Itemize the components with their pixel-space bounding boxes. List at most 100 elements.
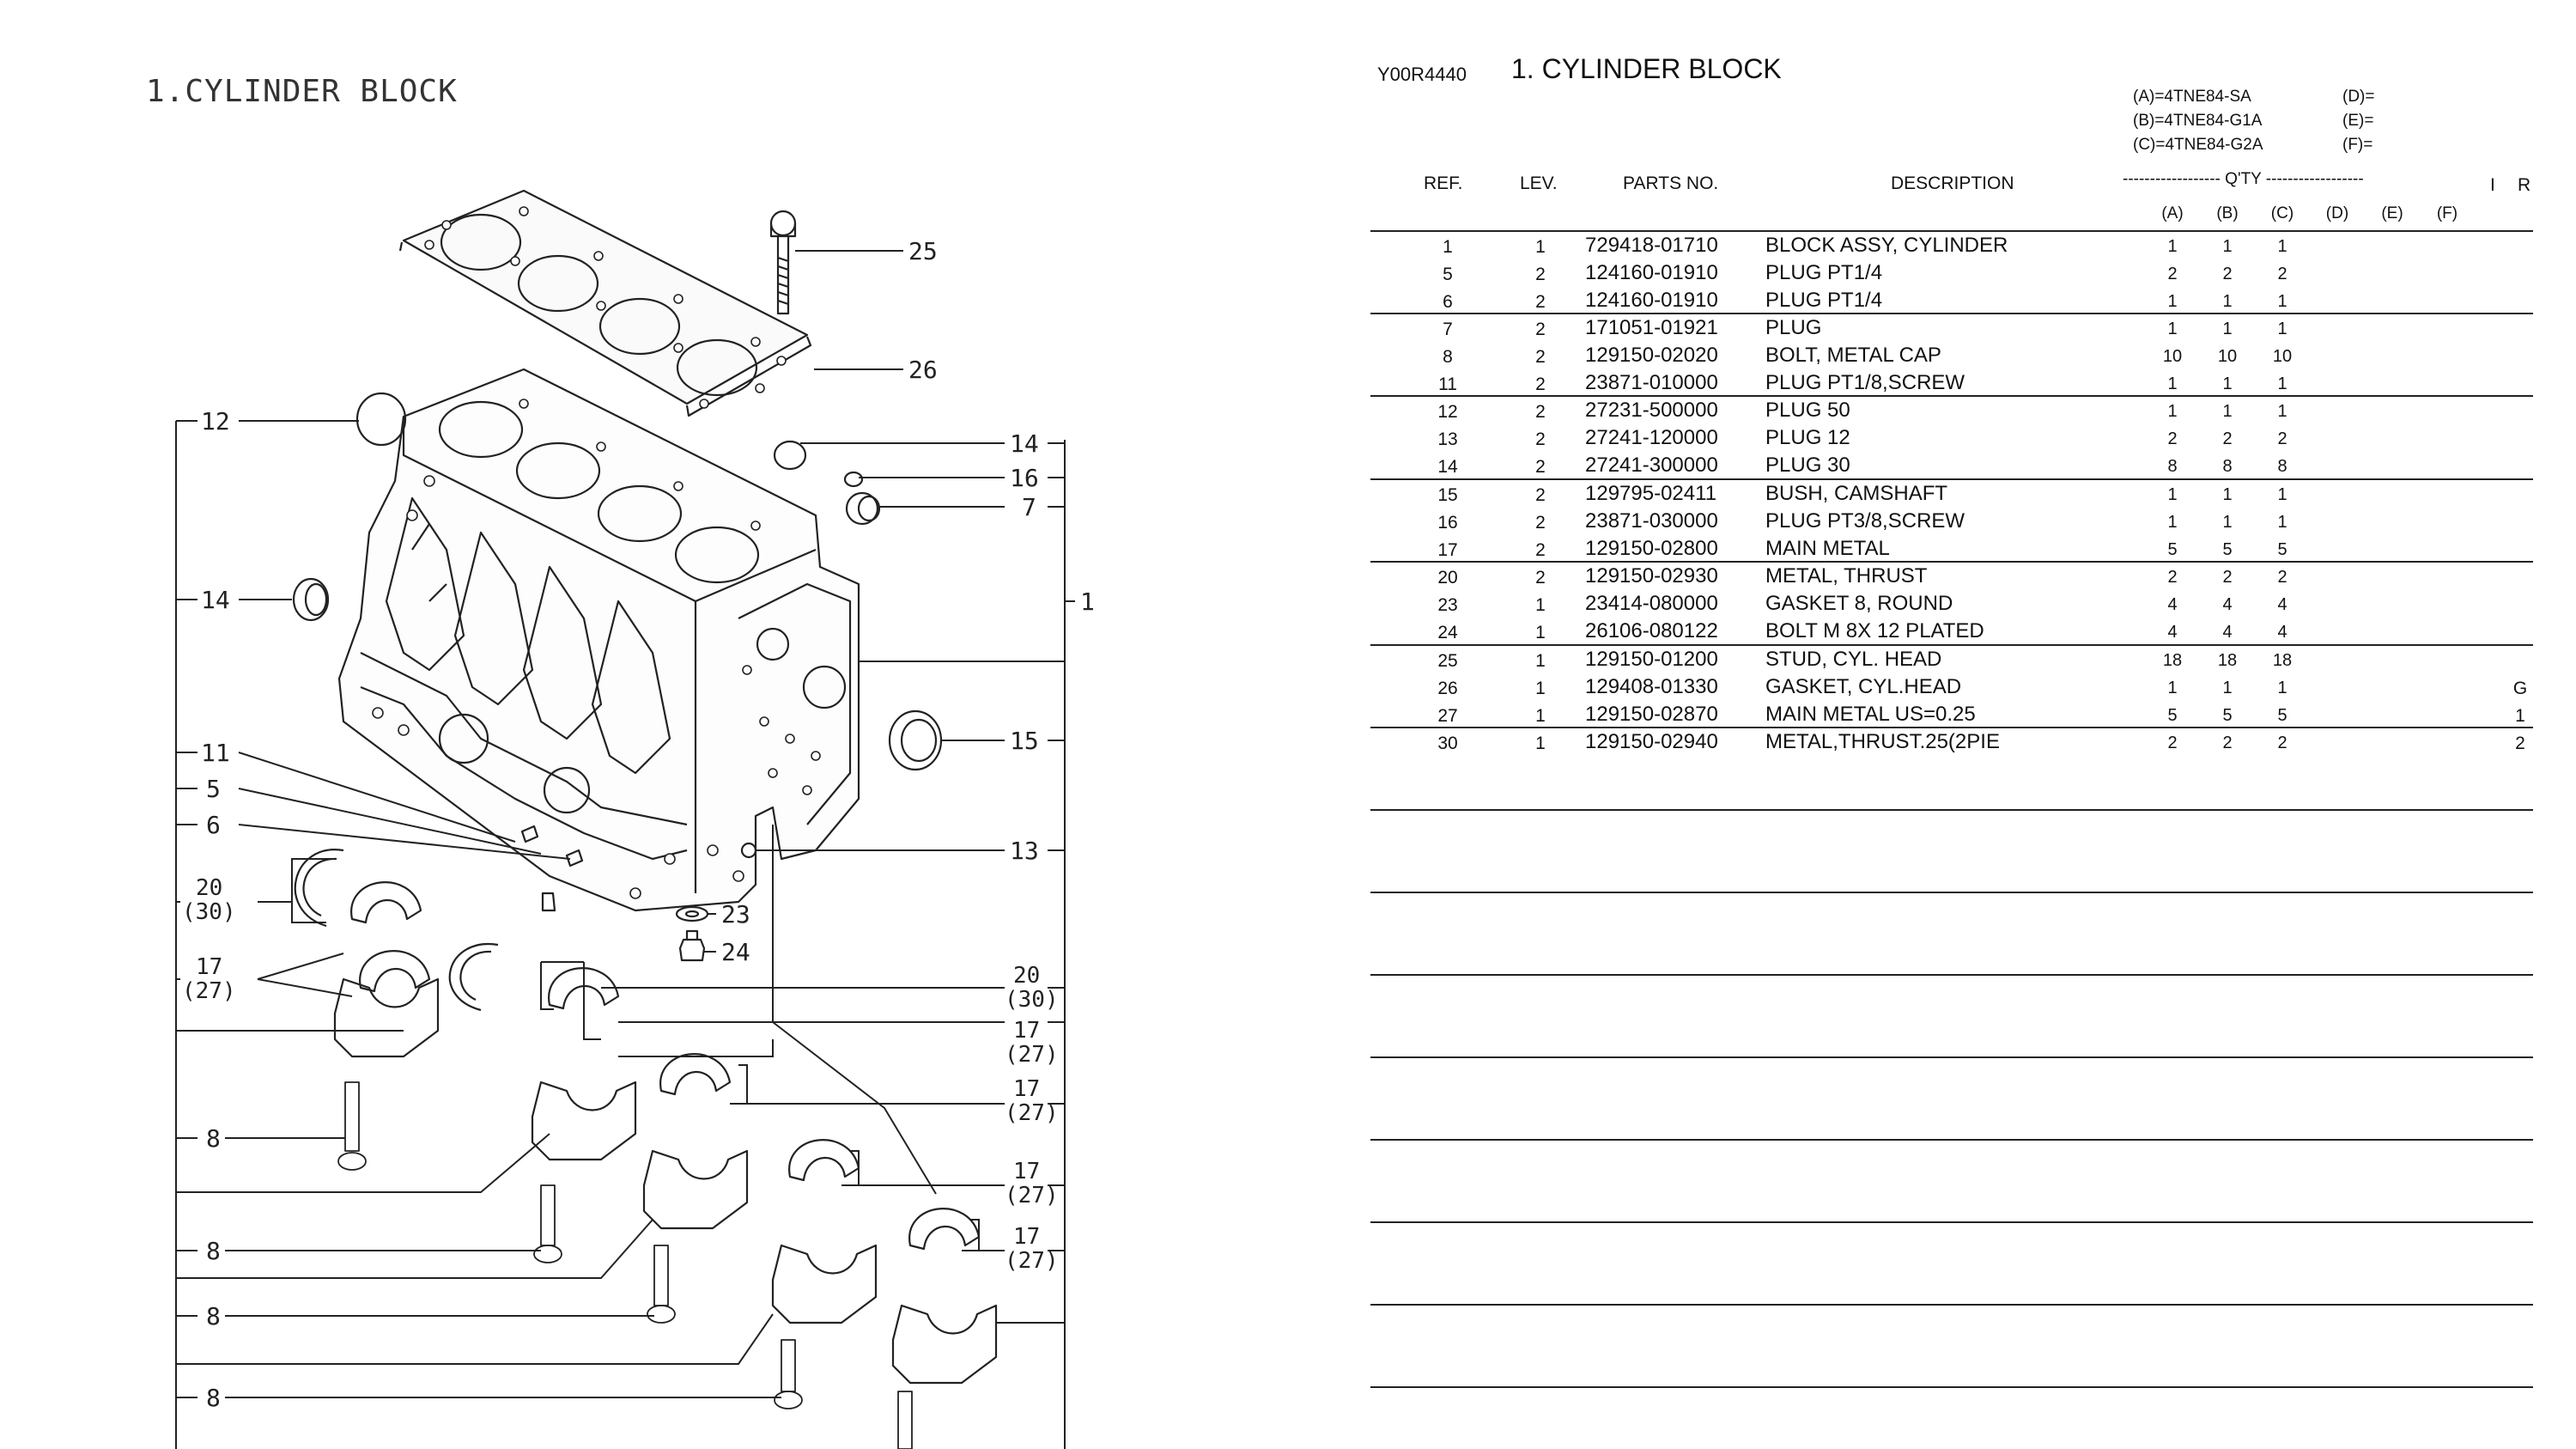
- cell-ref: 20: [1437, 568, 1458, 588]
- cell-part: 23871-010000: [1585, 371, 1718, 394]
- cell-c: 5: [2277, 540, 2287, 559]
- header-ref: REF.: [1424, 174, 1463, 193]
- cell-b: 10: [2217, 347, 2238, 366]
- cell-c: 5: [2277, 706, 2287, 725]
- cell-c: 2: [2277, 429, 2287, 448]
- cell-c: 2: [2277, 568, 2287, 587]
- callout-5: 5: [206, 775, 221, 803]
- cell-b: 2: [2222, 734, 2233, 752]
- cell-a: 5: [2167, 540, 2178, 559]
- cell-lev: 1: [1535, 706, 1546, 726]
- table-rule: [1370, 974, 2533, 976]
- table-rule: [1370, 395, 2533, 397]
- cell-part: 23414-080000: [1585, 592, 1718, 615]
- callout-17c: 17: [1013, 1076, 1040, 1102]
- cell-a: 1: [2167, 513, 2178, 532]
- cell-lev: 1: [1535, 651, 1546, 671]
- cell-desc: STUD, CYL. HEAD: [1765, 648, 1942, 671]
- cell-desc: PLUG PT3/8,SCREW: [1765, 509, 1965, 533]
- cell-ref: 11: [1438, 374, 1457, 394]
- table-rule: [1370, 561, 2533, 563]
- cell-desc: PLUG 50: [1765, 399, 1850, 422]
- cell-c: 4: [2277, 623, 2287, 642]
- cell-ref: 5: [1443, 265, 1453, 284]
- sheet-title: 1. CYLINDER BLOCK: [1511, 53, 1782, 84]
- callout-1: 1: [1080, 588, 1095, 616]
- header-description: DESCRIPTION: [1891, 174, 2014, 193]
- table-rule: [1370, 809, 2533, 811]
- cell-a: 8: [2167, 457, 2178, 476]
- cell-a: 10: [2162, 347, 2183, 366]
- qty-col-c: (C): [2270, 204, 2294, 222]
- cell-a: 2: [2167, 734, 2178, 752]
- cell-part: 26106-080122: [1585, 619, 1718, 642]
- cell-desc: PLUG 30: [1765, 454, 1850, 477]
- cell-desc: PLUG PT1/8,SCREW: [1765, 371, 1965, 394]
- cell-c: 18: [2272, 651, 2293, 670]
- cell-part: 129795-02411: [1585, 482, 1717, 505]
- cell-a: 1: [2167, 237, 2178, 256]
- cell-desc: GASKET, CYL.HEAD: [1765, 675, 1962, 698]
- callout-6: 6: [206, 811, 221, 839]
- sheet-code: Y00R4440: [1377, 64, 1467, 85]
- cell-ref: 17: [1437, 540, 1458, 560]
- cell-part: 27231-500000: [1585, 399, 1718, 422]
- table-rule: [1370, 727, 2533, 728]
- cell-r: 2: [2515, 734, 2525, 753]
- callout-17a: 17: [196, 954, 222, 980]
- cell-desc: PLUG 12: [1765, 426, 1850, 449]
- callout-26: 26: [908, 356, 938, 384]
- cell-ref: 7: [1443, 320, 1453, 339]
- qty-col-d: (D): [2325, 204, 2349, 222]
- cell-c: 2: [2277, 265, 2287, 283]
- cell-ref: 25: [1437, 651, 1458, 671]
- cell-ref: 13: [1437, 429, 1458, 449]
- cell-part: 129150-02930: [1585, 564, 1718, 588]
- table-rule: [1370, 892, 2533, 893]
- cell-b: 2: [2222, 429, 2233, 448]
- cell-a: 4: [2167, 623, 2178, 642]
- callout-17d: 17: [1013, 1159, 1040, 1184]
- cell-c: 1: [2277, 374, 2287, 393]
- qty-col-f: (F): [2436, 204, 2458, 222]
- cell-lev: 1: [1535, 595, 1546, 615]
- table-rule: [1370, 1221, 2533, 1223]
- cell-b: 5: [2222, 540, 2233, 559]
- cell-lev: 2: [1535, 568, 1546, 588]
- cell-a: 1: [2167, 320, 2178, 338]
- table-rule: [1370, 478, 2533, 480]
- callout-16: 16: [1010, 464, 1039, 492]
- cell-a: 1: [2167, 485, 2178, 504]
- cell-lev: 1: [1535, 623, 1546, 642]
- cell-ref: 23: [1437, 595, 1458, 615]
- callout-8a: 8: [206, 1124, 221, 1153]
- cell-part: 129150-02800: [1585, 537, 1718, 560]
- cell-c: 1: [2277, 485, 2287, 504]
- cell-part: 729418-01710: [1585, 234, 1718, 257]
- cell-desc: GASKET 8, ROUND: [1765, 592, 1953, 615]
- model-b: (B)=4TNE84-G1A: [2133, 112, 2263, 130]
- table-rule: [1370, 1304, 2533, 1306]
- callout-20a: 20: [196, 875, 222, 901]
- cylinder-block-drawing: [337, 368, 860, 912]
- callout-25: 25: [908, 237, 938, 265]
- cell-ref: 24: [1437, 623, 1458, 642]
- cell-b: 4: [2222, 595, 2233, 614]
- callout-27b: (27): [1005, 1042, 1059, 1068]
- cell-c: 1: [2277, 292, 2287, 311]
- cell-ref: 16: [1437, 513, 1458, 533]
- callout-30a: (30): [182, 899, 236, 925]
- cell-desc: BOLT M 8X 12 PLATED: [1765, 619, 1984, 642]
- callout-8c: 8: [206, 1302, 221, 1330]
- callout-8d: 8: [206, 1384, 221, 1412]
- cell-b: 1: [2222, 292, 2233, 311]
- cell-lev: 2: [1535, 292, 1546, 312]
